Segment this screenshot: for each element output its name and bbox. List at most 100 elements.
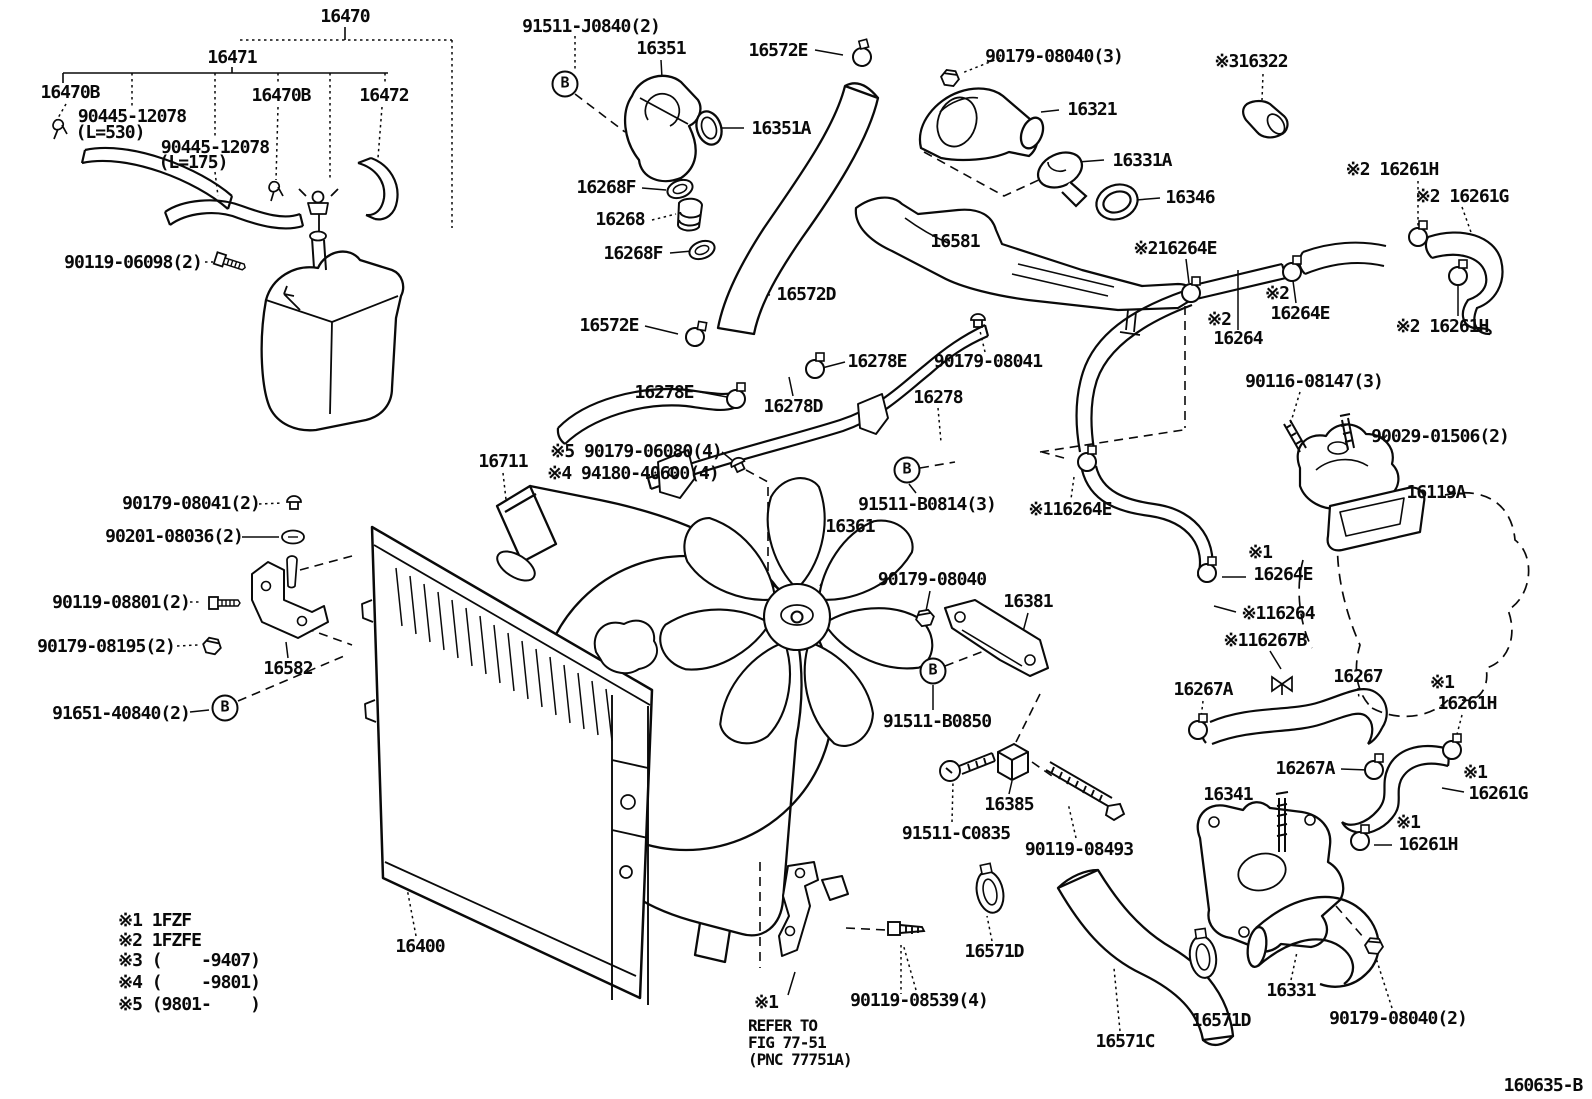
part-label-91651-40840: 91651-40840(2): [52, 703, 191, 724]
part-label-st1-e: ※1: [754, 992, 779, 1013]
construction-dashes: [237, 93, 1365, 968]
part-label-91511-B0814: 91511-B0814(3): [858, 494, 997, 515]
part-label-16385: 16385: [984, 794, 1034, 815]
radiator-hose-16571C: [1056, 868, 1235, 1047]
outlet-hose-16572D: [716, 82, 880, 336]
part-label-216261G: ※2 16261G: [1415, 186, 1510, 207]
filler-neck-16351: [623, 74, 723, 183]
part-label-16472: 16472: [359, 85, 409, 106]
part-label-16571D-2: 16571D: [1191, 1010, 1251, 1031]
part-label-st2-a: ※2: [1265, 283, 1290, 304]
part-label-16351A: 16351A: [751, 118, 811, 139]
legend-item-legend-2: ※2 1FZFE: [118, 930, 202, 951]
water-inlet-16119A: [1283, 413, 1426, 552]
radiator-filler-cap: [496, 550, 536, 582]
marker-b-91511-b0814: B: [893, 456, 921, 484]
part-label-16261H-2: 16261H: [1398, 834, 1458, 855]
part-label-st1-d: ※1: [1396, 812, 1421, 833]
part-label-16268: 16268: [595, 209, 645, 230]
part-label-L530: (L=530): [75, 122, 146, 143]
gasket-16346: [1095, 183, 1139, 221]
part-label-116264: ※116264: [1241, 603, 1315, 624]
part-label-316322: ※316322: [1214, 51, 1288, 72]
part-label-91511-J0840: 91511-J0840(2): [522, 16, 661, 37]
cooling-fan-16361: [659, 477, 934, 747]
heater-hose-upper-16264: [1075, 289, 1193, 453]
part-label-90119-08801: 90119-08801(2): [52, 592, 191, 613]
part-label-16264: 16264: [1213, 328, 1263, 349]
part-label-16267A-2: 16267A: [1275, 758, 1335, 779]
part-label-90179-08040-2: 90179-08040(2): [1329, 1008, 1468, 1029]
part-label-16351: 16351: [636, 38, 686, 59]
part-label-16261H-1: 16261H: [1437, 693, 1497, 714]
part-label-16582: 16582: [263, 658, 313, 679]
marker-b-91651-40840: B: [211, 694, 239, 722]
part-label-216264E: ※216264E: [1133, 238, 1218, 259]
grommet-16268F-lower: [688, 239, 716, 261]
part-label-figure-ref: 160635-B: [1503, 1075, 1584, 1096]
legend-item-legend-5: ※5 (9801- ): [118, 994, 261, 1015]
inlet-pipe-16331: [1246, 895, 1380, 988]
hose-90445-12078: [163, 199, 305, 230]
part-label-16268F-1: 16268F: [576, 177, 636, 198]
water-outlet-16321: [918, 87, 1045, 162]
part-label-st1-a: ※1: [1248, 542, 1273, 563]
part-label-216261H-2: ※2 16261H: [1395, 316, 1490, 337]
bolt-91511-C0835: [939, 752, 996, 782]
part-label-91511-B0850: 91511-B0850: [882, 711, 992, 732]
part-label-90445-12078-2: 90445-12078: [160, 137, 270, 158]
part-label-16400: 16400: [395, 936, 445, 957]
part-label-90201-08036: 90201-08036(2): [105, 526, 244, 547]
part-label-116264E: ※116264E: [1028, 499, 1113, 520]
part-label-16470: 16470: [320, 6, 370, 27]
part-label-216261H-1: ※2 16261H: [1345, 159, 1440, 180]
part-label-st1-b: ※1: [1430, 672, 1455, 693]
part-label-90179-08040-0: 90179-08040: [877, 569, 987, 590]
radiator-core-fins: [395, 567, 613, 742]
bolt-90029-01506: [1339, 413, 1355, 451]
sleeve-316322: [1242, 99, 1289, 139]
part-label-16581: 16581: [930, 231, 980, 252]
bracket-refer-77751A: [778, 861, 849, 957]
part-label-16278E-1: 16278E: [847, 351, 907, 372]
part-label-16470B-2: 16470B: [251, 85, 311, 106]
part-label-16119A: 16119A: [1406, 482, 1466, 503]
heater-hose-16267: [1200, 687, 1388, 746]
part-label-16278E-2: 16278E: [634, 382, 694, 403]
stud-16341: [1275, 791, 1289, 852]
part-label-16278D: 16278D: [763, 396, 823, 417]
hose-16278D: [556, 387, 738, 445]
legend-item-legend-4: ※4 ( -9801): [118, 972, 261, 993]
legend-item-legend-1: ※1 1FZF: [118, 910, 192, 931]
part-label-90179-08041-1: 90179-08041: [933, 351, 1043, 372]
part-label-116267B: ※116267B: [1223, 630, 1308, 651]
part-label-90179-08195: 90179-08195(2): [37, 636, 176, 657]
engine-ghost-outline: [1298, 491, 1530, 718]
bracket-16381: [943, 598, 1050, 678]
part-label-90179-08040-3: 90179-08040(3): [985, 46, 1124, 67]
part-label-refer-1: REFER TO: [748, 1016, 818, 1035]
part-label-16264E-1: 16264E: [1270, 303, 1330, 324]
stud-90116-08147: [1283, 419, 1307, 453]
part-label-16471: 16471: [207, 47, 257, 68]
part-label-16264E-2: 16264E: [1253, 564, 1313, 585]
bolt-90119-08493: [1045, 761, 1126, 822]
part-label-16341: 16341: [1203, 784, 1253, 805]
bolt-90119-08539: [887, 921, 926, 936]
part-label-90179-08041-2: 90179-08041(2): [122, 493, 261, 514]
part-label-st2-b: ※2: [1207, 309, 1232, 330]
hose-16261G-lower: [1341, 744, 1450, 835]
part-label-16331A: 16331A: [1112, 150, 1172, 171]
part-label-16711: 16711: [478, 451, 528, 472]
part-label-90119-06098: 90119-06098(2): [64, 252, 203, 273]
legend-item-legend-3: ※3 ( -9407): [118, 950, 261, 971]
plug-16268: [676, 197, 704, 232]
part-label-16361: 16361: [825, 516, 875, 537]
radiator-16400: [361, 525, 658, 1005]
part-label-st1-c: ※1: [1463, 762, 1488, 783]
reservoir-cap-valve: [298, 188, 339, 231]
water-outlet-16341: [1196, 791, 1345, 953]
part-label-16268F-2: 16268F: [603, 243, 663, 264]
part-label-L175: (L=175): [158, 152, 229, 173]
